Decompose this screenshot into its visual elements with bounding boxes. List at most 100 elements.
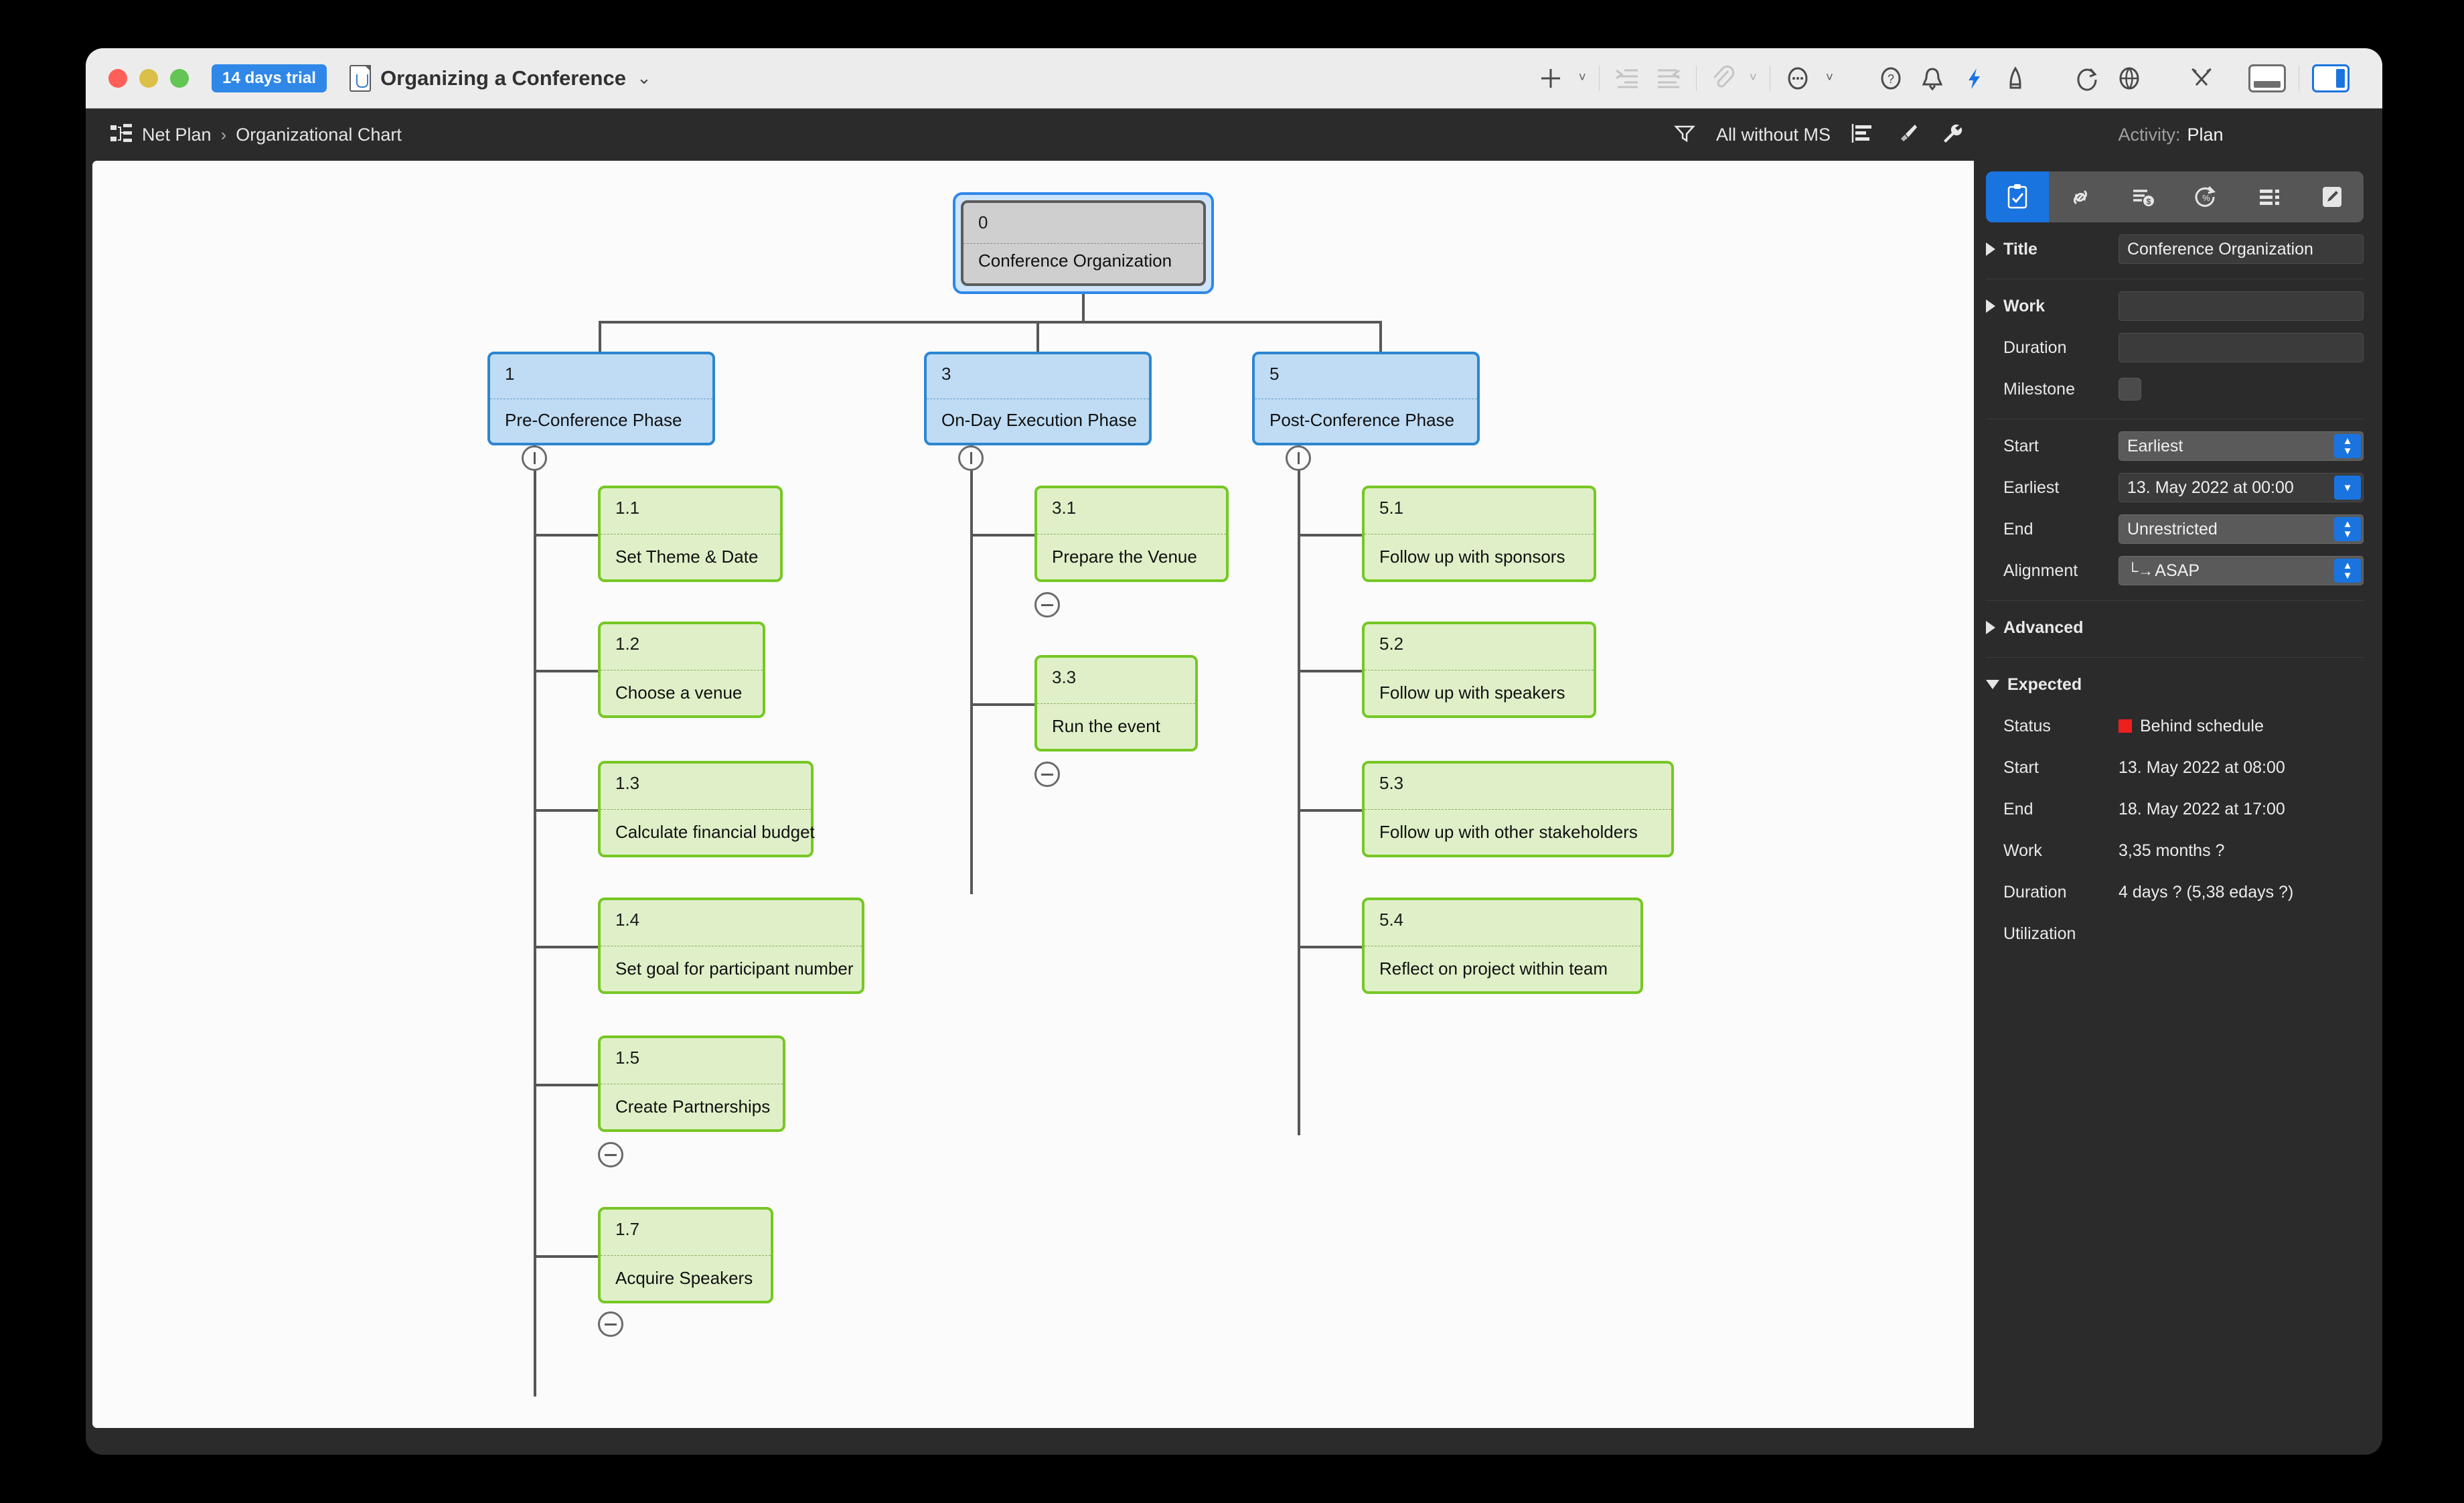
refresh-icon[interactable] bbox=[2067, 60, 2108, 97]
right-panel-toggle[interactable] bbox=[2306, 60, 2356, 97]
tab-notes[interactable] bbox=[2301, 171, 2364, 222]
bottom-panel-toggle[interactable] bbox=[2242, 60, 2292, 97]
help-icon[interactable]: ? bbox=[1870, 60, 1912, 97]
notifications-bell-icon[interactable] bbox=[1912, 60, 1953, 97]
connector-spine bbox=[1298, 445, 1300, 1135]
inspector-row-advanced[interactable]: Advanced bbox=[1974, 613, 2376, 642]
chart-node-task[interactable]: 5.3 Follow up with other stakeholders bbox=[1362, 761, 1674, 857]
work-input[interactable] bbox=[2119, 291, 2364, 321]
disclosure-triangle-advanced-icon[interactable] bbox=[1986, 621, 1995, 634]
minimize-button[interactable] bbox=[139, 68, 158, 88]
expand-marker-phase-3[interactable] bbox=[958, 445, 984, 471]
chart-node-task[interactable]: 5.4 Reflect on project within team bbox=[1362, 898, 1643, 994]
collapse-marker[interactable] bbox=[1034, 762, 1060, 787]
chart-node-task[interactable]: 1.5 Create Partnerships bbox=[598, 1035, 785, 1132]
chart-node-task[interactable]: 1.7 Acquire Speakers bbox=[598, 1207, 773, 1303]
breadcrumb-organizational-chart[interactable]: Organizational Chart bbox=[236, 124, 402, 145]
chart-view-icon[interactable] bbox=[1851, 122, 1875, 148]
chart-node-task[interactable]: 5.2 Follow up with speakers bbox=[1362, 622, 1596, 718]
chart-node-phase-1[interactable]: 1 Pre-Conference Phase bbox=[487, 352, 715, 445]
add-menu-caret[interactable]: ˅ bbox=[1578, 70, 1586, 85]
wrench-icon[interactable] bbox=[1939, 122, 1963, 148]
connector bbox=[534, 534, 601, 536]
window-controls bbox=[108, 68, 189, 88]
start-select[interactable]: Earliest ▲▼ bbox=[2119, 431, 2364, 461]
earliest-value: 13. May 2022 at 00:00 bbox=[2127, 478, 2294, 497]
rocket-icon[interactable] bbox=[1995, 60, 2036, 97]
add-button[interactable] bbox=[1530, 60, 1571, 97]
chart-node-root[interactable]: 0 Conference Organization bbox=[961, 200, 1206, 286]
inspector-row-expected[interactable]: Expected bbox=[1974, 670, 2376, 699]
attachment-menu-caret[interactable]: ˅ bbox=[1749, 70, 1757, 85]
status-text: Behind schedule bbox=[2140, 716, 2264, 735]
tab-progress[interactable]: % bbox=[2175, 171, 2238, 222]
earliest-date-field[interactable]: 13. May 2022 at 00:00 ▼ bbox=[2119, 473, 2364, 502]
toolbar-divider bbox=[1695, 65, 1697, 91]
breadcrumb-net-plan[interactable]: Net Plan bbox=[142, 124, 212, 145]
status-badge: Behind schedule bbox=[2119, 717, 2364, 736]
milestone-checkbox[interactable] bbox=[2119, 378, 2141, 401]
node-divider bbox=[601, 809, 811, 810]
tab-task[interactable] bbox=[1986, 171, 2049, 222]
label-milestone: Milestone bbox=[2003, 379, 2075, 399]
label-expected-work: Work bbox=[2003, 841, 2042, 860]
collapse-marker[interactable] bbox=[1034, 592, 1060, 618]
paintbrush-icon[interactable] bbox=[1895, 122, 1919, 148]
node-divider bbox=[601, 1255, 771, 1256]
close-button[interactable] bbox=[108, 68, 127, 88]
chevron-down-icon[interactable]: ⌄ bbox=[636, 68, 651, 88]
expand-marker-phase-5[interactable] bbox=[1286, 445, 1311, 471]
chart-node-task[interactable]: 1.3 Calculate financial budget bbox=[598, 761, 815, 857]
disclosure-triangle-title-icon[interactable] bbox=[1986, 242, 1995, 256]
label-duration: Duration bbox=[2003, 338, 2067, 357]
more-options-caret[interactable]: ˅ bbox=[1825, 70, 1833, 85]
tab-costs[interactable]: $ bbox=[2112, 171, 2175, 222]
activity-label: Activity: bbox=[2118, 124, 2181, 145]
stepper-icon[interactable]: ▲▼ bbox=[2334, 517, 2361, 541]
tab-list[interactable] bbox=[2238, 171, 2301, 222]
chart-node-task[interactable]: 1.2 Choose a venue bbox=[598, 622, 765, 718]
label-earliest: Earliest bbox=[2003, 478, 2060, 497]
filter-label[interactable]: All without MS bbox=[1715, 124, 1831, 145]
node-id: 3 bbox=[941, 364, 951, 384]
chevron-down-icon[interactable]: ▼ bbox=[2334, 476, 2361, 500]
maximize-button[interactable] bbox=[170, 68, 189, 88]
filter-funnel-icon[interactable] bbox=[1673, 122, 1696, 148]
chart-node-task[interactable]: 1.4 Set goal for participant number bbox=[598, 898, 864, 994]
trial-badge[interactable]: 14 days trial bbox=[212, 64, 327, 92]
more-options-icon[interactable] bbox=[1777, 60, 1819, 97]
disclosure-triangle-work-icon[interactable] bbox=[1986, 299, 1995, 313]
start-value: Earliest bbox=[2127, 436, 2183, 455]
alignment-select[interactable]: └→ ASAP ▲▼ bbox=[2119, 556, 2364, 585]
connector bbox=[1379, 321, 1382, 352]
expand-marker-phase-1[interactable] bbox=[522, 445, 547, 471]
connector-spine bbox=[534, 445, 536, 1397]
stepper-icon[interactable]: ▲▼ bbox=[2334, 434, 2361, 458]
collapse-marker[interactable] bbox=[598, 1311, 623, 1337]
chart-canvas[interactable]: 0 Conference Organization 1 Pre-Conferen… bbox=[92, 161, 1974, 1428]
chart-node-phase-3[interactable]: 3 On-Day Execution Phase bbox=[924, 352, 1152, 445]
node-id: 3.3 bbox=[1052, 667, 1077, 687]
stepper-icon[interactable]: ▲▼ bbox=[2334, 559, 2361, 583]
chart-node-task[interactable]: 3.1 Prepare the Venue bbox=[1034, 486, 1229, 582]
title-input[interactable]: Conference Organization bbox=[2119, 234, 2364, 264]
end-select[interactable]: Unrestricted ▲▼ bbox=[2119, 514, 2364, 544]
label-expected: Expected bbox=[2007, 674, 2082, 694]
chart-node-task[interactable]: 3.3 Run the event bbox=[1034, 655, 1198, 752]
chart-node-phase-5[interactable]: 5 Post-Conference Phase bbox=[1252, 352, 1480, 445]
connector bbox=[1298, 809, 1365, 812]
divider bbox=[1986, 600, 2364, 601]
tools-icon[interactable] bbox=[2181, 60, 2222, 97]
chart-node-task[interactable]: 1.1 Set Theme & Date bbox=[598, 486, 783, 582]
disclosure-triangle-expected-icon[interactable] bbox=[1986, 680, 1999, 689]
globe-icon[interactable] bbox=[2108, 60, 2150, 97]
label-expected-duration: Duration bbox=[2003, 882, 2067, 902]
tab-links[interactable] bbox=[2049, 171, 2112, 222]
node-divider bbox=[964, 243, 1203, 244]
collapse-marker[interactable] bbox=[598, 1142, 623, 1167]
inspector-row-work: Work bbox=[1974, 291, 2376, 321]
lightning-icon[interactable] bbox=[1953, 60, 1995, 97]
chart-node-task[interactable]: 5.1 Follow up with sponsors bbox=[1362, 486, 1596, 582]
duration-input[interactable] bbox=[2119, 333, 2364, 362]
node-title: Choose a venue bbox=[615, 683, 743, 703]
